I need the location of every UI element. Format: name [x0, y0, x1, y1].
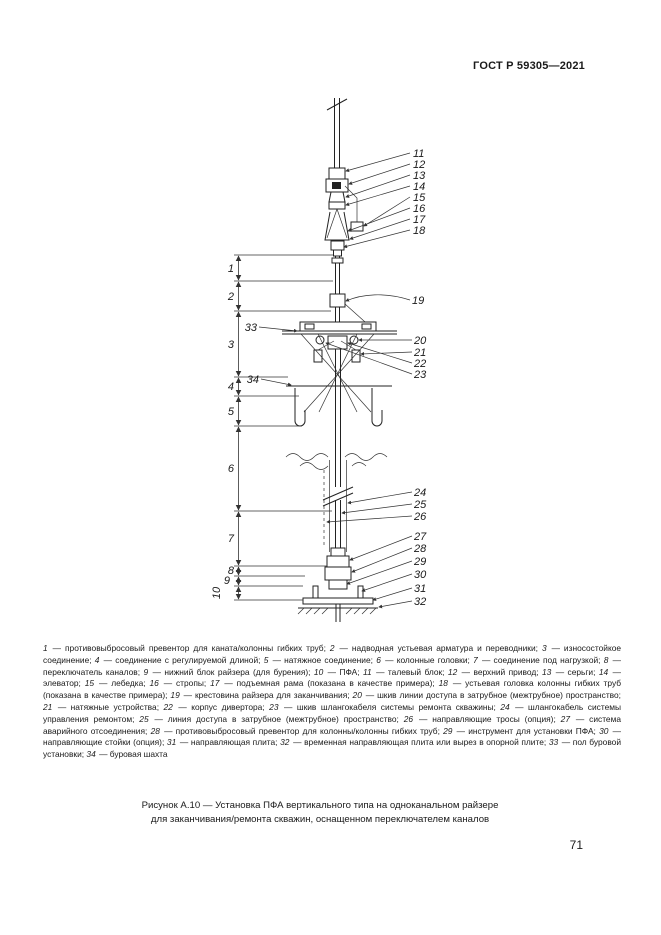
- dim-label-1: 1: [228, 263, 234, 275]
- callout-label-15: 15: [413, 192, 426, 204]
- dim-label-3: 3: [228, 339, 235, 351]
- dimension-brackets: 1 2 3 4 5 6 7 8 9 10: [211, 254, 333, 601]
- guide-structure-left: [294, 388, 306, 427]
- figure-caption-line2: для заканчивания/ремонта скважин, оснаще…: [150, 813, 490, 825]
- guide-structure-right: [371, 388, 383, 427]
- callout-label-28: 28: [413, 543, 427, 555]
- callout-label-16: 16: [413, 203, 426, 215]
- callout-label-24: 24: [413, 487, 426, 499]
- sling-left: [326, 208, 338, 239]
- callout-label-11: 11: [413, 148, 424, 160]
- pfa-running-tool: [328, 579, 348, 590]
- water-wave: [351, 462, 367, 467]
- sling-right: [336, 208, 348, 239]
- elevator: [328, 201, 346, 210]
- dim-label-2: 2: [227, 291, 234, 303]
- callout-label-33: 33: [245, 322, 258, 334]
- pipe-break-mark: [322, 492, 354, 507]
- figure-diagram: 1 2 3 4 5 6 7 8 9 10: [211, 98, 427, 622]
- callout-label-18: 18: [413, 225, 426, 237]
- dim-label-7: 7: [228, 533, 235, 545]
- callout-label-23: 23: [413, 369, 427, 381]
- guide-wire: [303, 333, 375, 413]
- callout-label-13: 13: [413, 170, 426, 182]
- pipe-break-mark: [326, 98, 348, 111]
- page-number: 71: [569, 838, 583, 852]
- water-wave: [285, 453, 329, 461]
- dimension-labels: 1 2 3 4 5 6 7 8 9 10: [211, 263, 235, 599]
- ct-string-hanger: [330, 240, 345, 251]
- extension-ticks: [234, 254, 333, 601]
- callout-labels: 11 12 13 14 15 16 17 18 19 20 21 22 23 3…: [245, 148, 427, 608]
- lifting-frame: [324, 211, 350, 241]
- callout-label-29: 29: [413, 556, 426, 568]
- guide-base: [302, 597, 374, 605]
- subsea-bop: [324, 566, 352, 581]
- callout-label-17: 17: [413, 214, 426, 226]
- travelling-block: [328, 167, 346, 180]
- dim-label-8: 8: [228, 565, 235, 577]
- dim-label-5: 5: [228, 406, 235, 418]
- dim-label-10: 10: [211, 586, 223, 599]
- callout-label-25: 25: [413, 499, 427, 511]
- callout-label-30: 30: [414, 569, 427, 581]
- callout-label-14: 14: [413, 181, 425, 193]
- callout-leaders: [258, 152, 413, 609]
- callout-label-34: 34: [247, 374, 259, 386]
- callout-label-20: 20: [413, 335, 427, 347]
- figure-caption: Рисунок А.10 — Установка ПФА вертикально…: [0, 799, 640, 826]
- rig-floor-group: [282, 321, 397, 427]
- callout-label-12: 12: [413, 159, 425, 171]
- riser-group: [285, 349, 388, 556]
- pipe-break-mark: [322, 486, 354, 501]
- document-header: ГОСТ Р 59305—2021: [473, 60, 585, 72]
- water-wave: [344, 453, 388, 461]
- tensioner-right: [351, 349, 361, 363]
- seabed-hatching: [297, 607, 377, 615]
- subsea-stack-group: [297, 547, 378, 622]
- rotary-support: [299, 321, 377, 332]
- surface-equipment-group: [324, 98, 375, 331]
- dim-label-4: 4: [228, 381, 234, 393]
- guide-wire: [317, 333, 358, 413]
- callout-label-26: 26: [413, 511, 427, 523]
- dim-label-6: 6: [228, 463, 235, 475]
- guide-wire: [318, 333, 358, 413]
- winch: [350, 221, 364, 232]
- dim-label-9: 9: [224, 575, 230, 587]
- completion-riser-cross: [329, 293, 346, 308]
- callout-label-32: 32: [414, 596, 426, 608]
- callout-label-27: 27: [413, 531, 427, 543]
- figure-legend: 1 — противовыбросовый превентор для кана…: [43, 643, 622, 760]
- winch-line: [344, 185, 358, 222]
- sheave-left: [315, 335, 325, 345]
- water-wave: [299, 462, 329, 470]
- callout-label-22: 22: [413, 358, 426, 370]
- figure-caption-line1: Рисунок А.10 — Установка ПФА вертикально…: [141, 800, 499, 811]
- callout-label-21: 21: [413, 347, 426, 359]
- callout-label-19: 19: [412, 295, 424, 307]
- emergency-disconnect: [326, 555, 350, 568]
- callout-label-31: 31: [414, 583, 426, 595]
